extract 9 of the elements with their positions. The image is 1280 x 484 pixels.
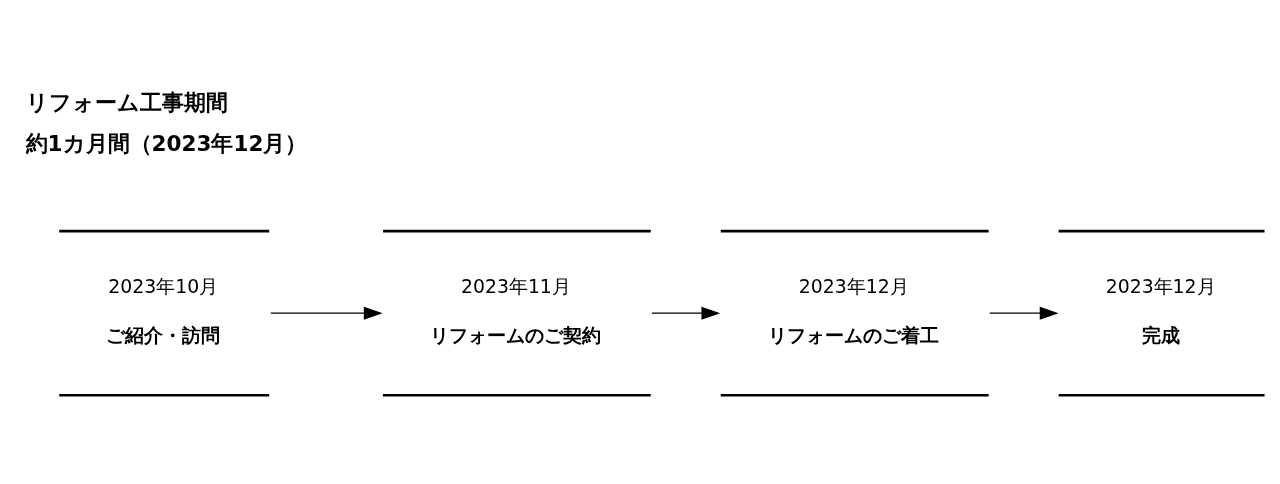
diagram-title: リフォーム工事期間 bbox=[25, 89, 228, 115]
node-text: 2023年12月 リフォームのご着工 bbox=[767, 275, 939, 346]
label: 約1カ月間（2023年12月） bbox=[25, 130, 308, 156]
node-text: 2023年12月 完成 bbox=[1105, 275, 1216, 346]
arrow bbox=[270, 306, 383, 320]
node-text: 2023年10月 ご紹介・訪問 bbox=[106, 275, 221, 346]
node-text: 2023年11月 リフォームのご契約 bbox=[430, 275, 602, 346]
arrow bbox=[651, 306, 721, 320]
arrow bbox=[989, 306, 1059, 320]
